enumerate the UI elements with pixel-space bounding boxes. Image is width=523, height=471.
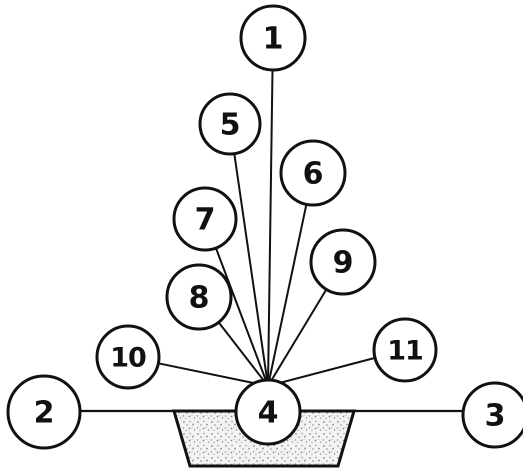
spoke-4-to-10 [158, 363, 268, 386]
node-5: 5 [200, 94, 260, 154]
node-label-8: 8 [189, 281, 210, 316]
node-label-10: 10 [110, 343, 146, 374]
node-4: 4 [236, 380, 300, 444]
node-label-9: 9 [333, 246, 354, 281]
node-1: 1 [241, 6, 305, 70]
node-label-6: 6 [303, 157, 324, 192]
node-label-5: 5 [220, 108, 241, 143]
node-3: 3 [463, 383, 523, 447]
node-label-1: 1 [263, 22, 284, 57]
spoke-4-to-9 [268, 289, 326, 386]
node-label-11: 11 [387, 336, 423, 367]
spoke-4-to-5 [234, 154, 268, 386]
node-8: 8 [167, 265, 231, 329]
node-group: 1 2 3 4 5 6 7 8 9 10 11 [8, 6, 523, 448]
node-label-2: 2 [34, 396, 55, 431]
node-11: 11 [374, 319, 436, 381]
spoke-4-to-1 [268, 70, 273, 386]
spoke-4-to-11 [268, 358, 375, 386]
node-label-7: 7 [195, 203, 216, 238]
node-9: 9 [311, 230, 375, 294]
node-2: 2 [8, 376, 80, 448]
node-label-3: 3 [485, 399, 506, 434]
spoke-4-to-6 [268, 204, 306, 386]
node-10: 10 [97, 326, 159, 388]
node-6: 6 [281, 141, 345, 205]
node-label-4: 4 [258, 396, 279, 431]
node-7: 7 [174, 188, 236, 250]
